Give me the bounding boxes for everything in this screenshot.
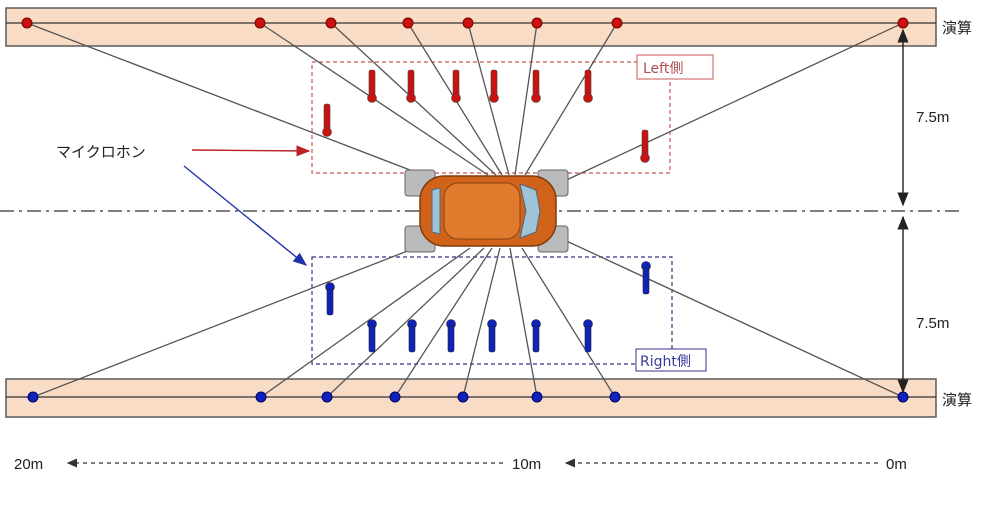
calc-point-bottom: [389, 391, 401, 403]
right-side-label: Right側: [640, 354, 691, 370]
right-side-region: [311, 256, 673, 365]
microphone-icon: [531, 319, 541, 353]
microphone-icon: [583, 319, 593, 353]
bottom-ray: [32, 249, 411, 398]
top-calc-points: [21, 17, 909, 29]
distance-label-bottom: 7.5m: [916, 315, 949, 332]
left-side-tag: Left側: [636, 54, 714, 80]
right-microphones: [325, 261, 651, 353]
left-microphones: [322, 69, 650, 163]
calc-point-top: [402, 17, 414, 29]
top-ray: [559, 22, 904, 184]
microphone-icon: [446, 319, 456, 353]
calc-point-top: [611, 17, 623, 29]
microphone-icon: [407, 319, 417, 353]
microphone-icon: [406, 69, 416, 103]
microphone-icon: [367, 319, 377, 353]
car-icon: [404, 169, 569, 253]
calc-point-bottom: [897, 391, 909, 403]
calc-point-top: [254, 17, 266, 29]
calc-point-bottom: [457, 391, 469, 403]
bottom-ray: [260, 247, 471, 398]
calc-point-bottom: [255, 391, 267, 403]
microphone-label: マイクロホン: [56, 143, 146, 161]
arrow-to-left-region: [191, 145, 311, 157]
top-ray: [26, 22, 411, 171]
microphone-icon: [451, 69, 461, 103]
right-side-tag: Right側: [635, 348, 707, 372]
top-ray: [524, 22, 618, 176]
calc-point-top: [462, 17, 474, 29]
left-side-label: Left側: [643, 61, 683, 77]
microphone-icon: [325, 282, 335, 316]
microphone-icon: [367, 69, 377, 103]
calc-point-top: [21, 17, 33, 29]
bottom-calc-points: [27, 391, 909, 403]
scale-label-20m: 20m: [14, 456, 43, 473]
microphone-icon: [322, 103, 332, 137]
bottom-ray: [509, 247, 538, 398]
microphone-icon: [487, 319, 497, 353]
bottom-ray: [394, 247, 493, 398]
scale-label-0m: 0m: [886, 456, 907, 473]
bottom-ray: [326, 247, 485, 398]
top-ray: [467, 22, 510, 176]
bottom-band: [5, 378, 937, 418]
calc-point-bottom: [531, 391, 543, 403]
bottom-ray: [559, 237, 904, 398]
bottom-rays: [32, 237, 904, 398]
calc-point-bottom: [27, 391, 39, 403]
top-ray: [514, 22, 538, 176]
arrow-to-right-region: [183, 165, 308, 266]
bottom-ray: [521, 247, 616, 398]
scale-label-10m: 10m: [512, 456, 541, 473]
distance-label-top: 7.5m: [916, 109, 949, 126]
left-side-region: [311, 61, 671, 174]
microphone-icon: [489, 69, 499, 103]
bottom-ray: [462, 247, 501, 398]
calc-point-bottom: [321, 391, 333, 403]
microphone-icon: [583, 69, 593, 103]
calc-point-top: [897, 17, 909, 29]
calc-point-top: [325, 17, 337, 29]
microphone-icon: [640, 129, 650, 163]
microphone-icon: [531, 69, 541, 103]
top-rays: [26, 22, 904, 184]
calc-point-top: [531, 17, 543, 29]
calc-label-bottom: 演算: [942, 391, 972, 409]
calc-point-bottom: [609, 391, 621, 403]
microphone-icon: [641, 261, 651, 295]
calc-label-top: 演算: [942, 19, 972, 37]
